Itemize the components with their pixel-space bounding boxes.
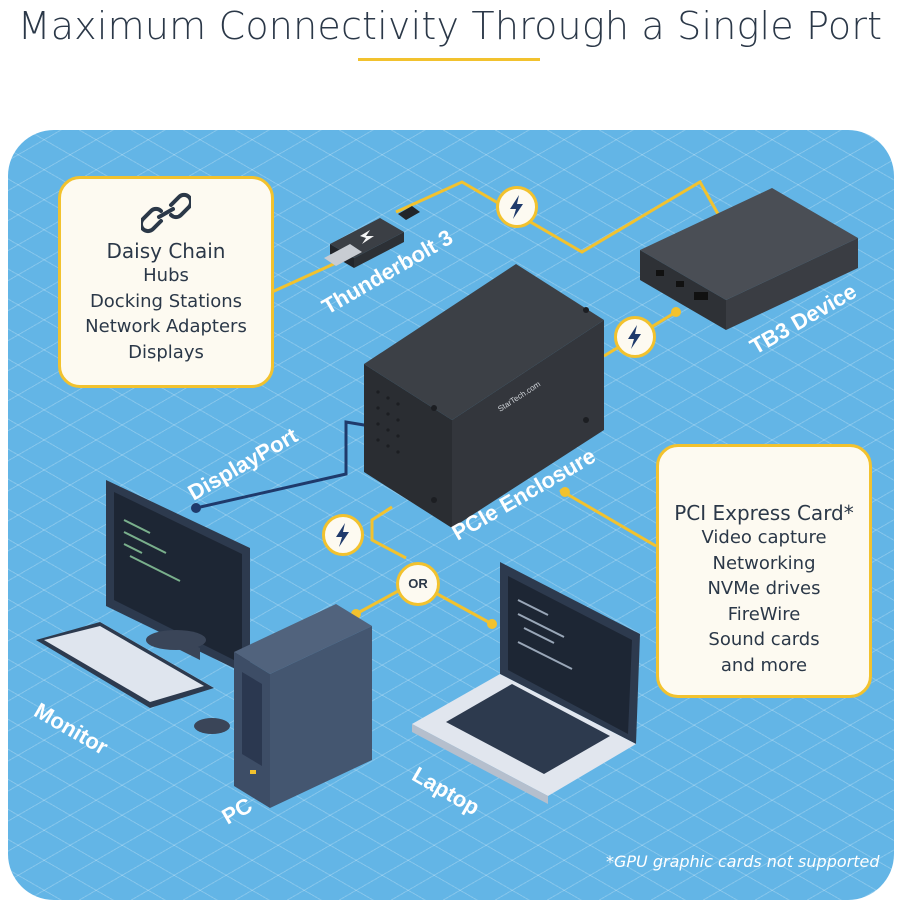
line-or-to-pc (355, 588, 401, 616)
daisy-chain-item: Docking Stations (89, 290, 243, 312)
thunderbolt-badge (614, 316, 656, 358)
tb3-device (640, 188, 858, 330)
daisy-chain-card: Daisy Chain Hubs Docking Stations Networ… (58, 176, 274, 388)
connection-lines (271, 179, 720, 626)
endpoint-dot (191, 503, 201, 513)
monitor (36, 480, 250, 734)
pci-card-item: FireWire (727, 603, 801, 625)
line-or-to-laptop (429, 588, 493, 626)
daisy-chain-heading: Daisy Chain (106, 239, 226, 263)
thunderbolt-icon (628, 325, 641, 349)
pci-card-item: Video capture (701, 527, 827, 548)
pcie-enclosure: StarTech.com (364, 264, 604, 528)
pci-card-item: NVMe drives (707, 578, 821, 599)
footnote: *GPU graphic cards not supported (606, 852, 880, 871)
line-enclosure-to-hosts (370, 505, 407, 560)
laptop (412, 562, 640, 804)
page-title: Maximum Connectivity Through a Single Po… (17, 4, 883, 48)
line-enclosure-to-pcicard (559, 488, 657, 548)
thunderbolt-cable (324, 206, 420, 268)
daisy-chain-item: Network Adapters (85, 316, 247, 337)
daisy-chain-item: Displays (128, 341, 204, 363)
thunderbolt-icon (510, 195, 523, 219)
pci-card-heading: PCI Express Card* (674, 501, 854, 525)
line-cable-to-device (395, 179, 720, 254)
thunderbolt-badge (496, 186, 538, 228)
pci-card-item: Networking (712, 552, 816, 574)
thunderbolt-icon (336, 523, 349, 547)
title-underline (358, 58, 540, 61)
pci-express-card: PCI Express Card* Video capture Networki… (656, 444, 872, 698)
endpoint-dot (671, 307, 681, 317)
daisy-chain-item: Hubs (143, 265, 189, 286)
pci-card-item: and more (720, 654, 808, 676)
pc-tower (234, 604, 372, 808)
or-badge: OR (396, 562, 440, 606)
endpoint-dot (487, 619, 497, 629)
displayport-line (195, 420, 371, 510)
line-daisy-to-cable (271, 260, 339, 294)
pci-card-item: Sound cards (708, 629, 820, 650)
endpoint-dot (560, 487, 570, 497)
chain-link-icon (141, 192, 191, 234)
thunderbolt-badge (322, 514, 364, 556)
